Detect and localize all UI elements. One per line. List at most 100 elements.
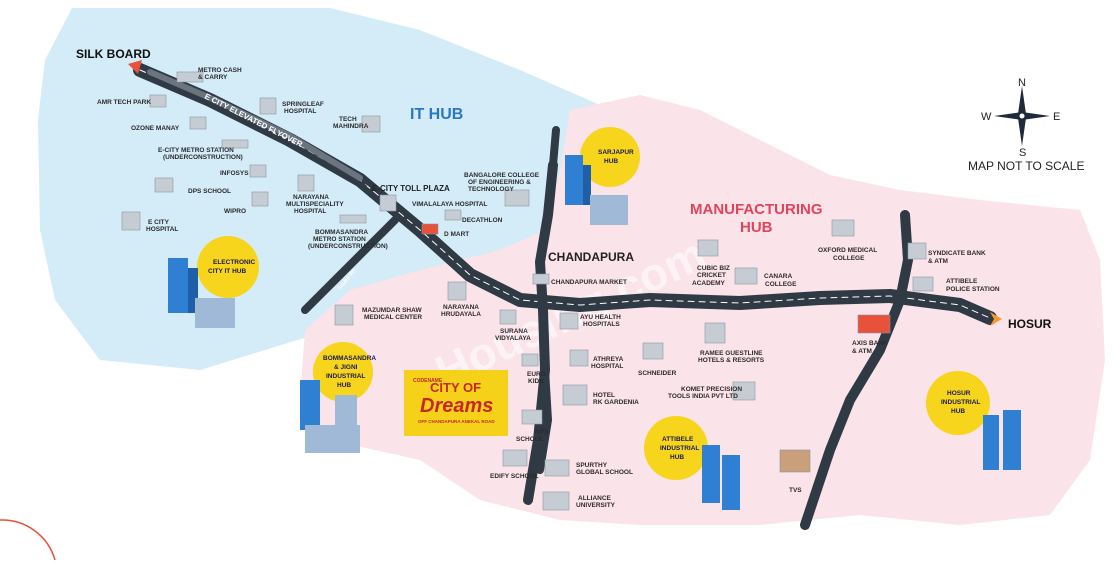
toll-plaza-marker <box>361 184 367 190</box>
oxford-building-icon <box>831 219 855 237</box>
svg-text:OF ENGINEERING &: OF ENGINEERING & <box>468 179 531 186</box>
manufacturing-hub-subtitle: HUB <box>740 219 773 236</box>
project-tagline: OFF CHANDAPURA ANEKAL ROAD <box>418 419 495 424</box>
svg-text:ATHREYA: ATHREYA <box>593 356 624 363</box>
chandapura-market-building-icon <box>532 273 550 285</box>
svg-text:HOTELS & RESORTS: HOTELS & RESORTS <box>698 357 765 364</box>
chandapura-road <box>523 160 558 505</box>
scale-note: MAP NOT TO SCALE <box>968 159 1084 173</box>
silk-board-label: SILK BOARD <box>76 47 151 61</box>
svg-text:TOOLS INDIA PVT LTD: TOOLS INDIA PVT LTD <box>668 393 738 400</box>
svg-text:D MART: D MART <box>444 231 469 238</box>
svg-text:INDUSTRIAL: INDUSTRIAL <box>326 373 365 380</box>
project-badge[interactable]: CODENAME CITY OF Dreams OFF CHANDAPURA A… <box>404 370 508 436</box>
svg-text:HOSPITAL: HOSPITAL <box>591 363 623 370</box>
project-name-line2: Dreams <box>420 395 493 417</box>
cubic-biz-building-icon <box>697 239 719 257</box>
hub-attibele: ATTIBELE INDUSTRIAL HUB <box>644 416 708 480</box>
svg-text:HOSPITAL: HOSPITAL <box>146 226 178 233</box>
tech-mahindra-building-icon <box>361 115 381 133</box>
hub-sarjapur: SARJAPUR HUB <box>580 127 640 187</box>
svg-text:NARAYANA: NARAYANA <box>293 194 329 201</box>
hub-electronic-city: ELECTRONIC CITY IT HUB <box>197 236 259 298</box>
athreya-building-icon <box>569 349 589 367</box>
svg-text:CUBIC BIZ: CUBIC BIZ <box>697 265 730 272</box>
svg-text:NPS: NPS <box>535 429 549 436</box>
syndicate-building-icon <box>907 242 927 260</box>
compass-icon: N E S W <box>981 77 1060 159</box>
compass-south: S <box>1019 147 1026 159</box>
svg-text:SPURTHY: SPURTHY <box>576 462 608 469</box>
bangalore-college-building-icon <box>504 189 530 207</box>
svg-text:RAMEE GUESTLINE: RAMEE GUESTLINE <box>700 350 763 357</box>
svg-text:ELECTRONIC: ELECTRONIC <box>213 259 256 266</box>
main-highway-centerline <box>139 69 991 319</box>
corner-arc-decoration <box>0 519 56 561</box>
svg-text:SYNDICATE BANK: SYNDICATE BANK <box>928 250 986 257</box>
euro-road <box>536 366 552 474</box>
svg-text:BANGALORE COLLEGE: BANGALORE COLLEGE <box>464 172 540 179</box>
svg-text:WIPRO: WIPRO <box>224 208 246 215</box>
sarjapur-road <box>549 126 560 169</box>
spurthy-building-icon <box>544 459 570 477</box>
edify-building-icon <box>502 449 528 467</box>
svg-text:AYU HEALTH: AYU HEALTH <box>580 314 621 321</box>
flyover <box>147 69 363 181</box>
surana-building-icon <box>499 309 517 325</box>
electronic-city-towers-icon <box>168 258 235 328</box>
svg-text:SPRINGLEAF: SPRINGLEAF <box>282 101 324 108</box>
svg-text:ACADEMY: ACADEMY <box>692 280 726 287</box>
svg-text:SCHOOL: SCHOOL <box>516 436 544 443</box>
ozone-manay-building-icon <box>189 116 207 130</box>
svg-text:ATTIBELE: ATTIBELE <box>946 278 978 285</box>
vimalalaya-building-icon <box>379 194 397 212</box>
project-name-line1: CITY OF <box>430 380 481 395</box>
svg-text:HOTEL: HOTEL <box>593 392 615 399</box>
sarjapur-towers-icon <box>565 155 628 225</box>
narayana-hrudayala-building-icon <box>447 281 467 301</box>
compass-west: W <box>981 111 992 123</box>
svg-text:MAZUMDAR SHAW: MAZUMDAR SHAW <box>362 307 422 314</box>
svg-text:AMR TECH PARK: AMR TECH PARK <box>97 99 151 106</box>
svg-text:TVS: TVS <box>789 487 802 494</box>
hotel-rk-building-icon <box>562 384 588 406</box>
ecity-metro-building-icon <box>221 139 249 149</box>
ayu-health-building-icon <box>559 312 579 330</box>
compass-east: E <box>1053 111 1060 123</box>
svg-text:COLLEGE: COLLEGE <box>833 255 865 262</box>
svg-text:MULTISPECIALITY: MULTISPECIALITY <box>286 201 344 208</box>
svg-text:SURANA: SURANA <box>500 328 528 335</box>
svg-text:BOMMASANDRA: BOMMASANDRA <box>315 229 368 236</box>
toll-plaza-label: E-CITY TOLL PLAZA <box>372 184 450 193</box>
project-codename: CODENAME <box>413 378 443 384</box>
svg-text:EURO: EURO <box>527 371 546 378</box>
landmark-labels: METRO CASH & CARRY AMR TECH PARK OZONE M… <box>97 67 1000 509</box>
building-icons <box>121 71 934 511</box>
svg-text:AXIS BANK: AXIS BANK <box>852 340 888 347</box>
svg-text:DECATHLON: DECATHLON <box>462 217 503 224</box>
alliance-building-icon <box>542 491 570 511</box>
svg-text:KOMET PRECISION: KOMET PRECISION <box>681 386 742 393</box>
attibele-towers-icon <box>702 445 740 510</box>
hub-bommasandra: BOMMASANDRA & JIGNI INDUSTRIAL HUB <box>313 342 376 402</box>
schneider-building-icon <box>642 342 664 360</box>
svg-text:EDIFY SCHOOL: EDIFY SCHOOL <box>490 473 539 480</box>
svg-text:INDUSTRIAL: INDUSTRIAL <box>941 399 980 406</box>
tvs-building-icon <box>779 449 811 473</box>
svg-text:METRO CASH: METRO CASH <box>198 67 242 74</box>
svg-text:(UNDERCONSTRUCTION): (UNDERCONSTRUCTION) <box>308 243 388 250</box>
svg-text:GLOBAL SCHOOL: GLOBAL SCHOOL <box>576 469 633 476</box>
hub-hosur: HOSUR INDUSTRIAL HUB <box>926 371 990 435</box>
svg-text:TECHNOLOGY: TECHNOLOGY <box>468 186 515 193</box>
svg-text:DPS SCHOOL: DPS SCHOOL <box>188 188 231 195</box>
svg-text:INDUSTRIAL: INDUSTRIAL <box>660 445 699 452</box>
svg-text:HUB: HUB <box>337 382 351 389</box>
svg-text:HRUDAYALA: HRUDAYALA <box>441 311 481 318</box>
nps-school-building-icon <box>521 409 543 425</box>
bommasandra-metro-building-icon <box>339 214 367 224</box>
attibele-road <box>800 210 913 530</box>
svg-text:OXFORD MEDICAL: OXFORD MEDICAL <box>818 247 877 254</box>
dps-school-building-icon <box>154 177 174 193</box>
bommasandra-towers-icon <box>300 380 360 453</box>
